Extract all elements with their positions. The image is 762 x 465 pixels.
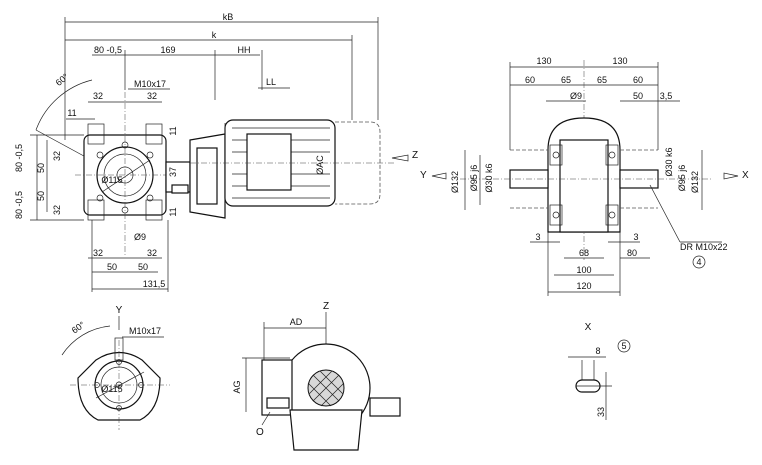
motor-view: Z AD AG O [232,301,401,451]
flange-label-Y: Y [116,305,123,316]
flange-dim-115: Ø115 [101,384,122,394]
motor-label-Z: Z [323,301,329,312]
flange-m10x17: M10x17 [129,326,161,336]
dim-50-bottom-right: 50 [138,262,148,272]
view-label-Y: Y [420,170,427,181]
detail-label-X: X [585,322,592,333]
view-label-Z: Z [412,150,418,161]
dim-3-left: 3 [535,232,540,242]
dim-30-right: Ø30 k6 [664,147,674,176]
dim-DR-M10x22: DR M10x22 [680,242,728,252]
flange-angle-60: 60° [70,319,87,335]
dim-80-05-top: 80 -0,5 [94,45,122,55]
motor-dim-AG: AG [232,380,242,393]
callout-4: 4 [696,257,701,267]
dim-50-bottom-left: 50 [107,262,117,272]
dim-32-top-right: 32 [147,91,157,101]
dim-AC: ØAC [315,155,325,175]
dim-32-v2: 32 [52,205,62,215]
dim-11-right-bottom: 11 [168,207,178,216]
detail-dim-8: 8 [595,346,600,356]
dim-132-right: Ø132 [690,171,700,193]
dim-LL: LL [266,77,276,87]
dim-131-5: 131,5 [143,279,166,289]
dim-37: 37 [168,167,178,177]
dim-m10x17: M10x17 [134,79,166,89]
view-label-X: X [742,170,749,181]
dim-80-05-v2: 80 -0,5 [14,191,24,219]
dim-95-right: Ø95 j6 [677,165,687,192]
dim-kB: kB [223,12,234,22]
detail-dim-33: 33 [596,407,606,417]
dim-132-left: Ø132 [450,171,460,193]
dim-60-right: 60 [633,75,643,85]
dim-9-side: Ø9 [570,91,582,101]
dim-32-bottom-right: 32 [147,248,157,258]
dim-3-5: 3,5 [660,91,673,101]
dim-HH: HH [238,45,251,55]
dim-120: 120 [576,281,591,291]
dim-130-right: 130 [612,56,627,66]
dim-68: 68 [579,248,589,258]
dim-80-05-v1: 80 -0,5 [14,144,24,172]
dim-50-v1: 50 [36,163,46,173]
dim-30-left: Ø30 k6 [484,163,494,192]
front-view: kB k 80 -0,5 169 HH LL M10x17 60° 32 32 … [14,12,418,292]
dim-32-bottom-left: 32 [93,248,103,258]
motor-dim-AD: AD [290,317,303,327]
dim-95-left: Ø95 j6 [469,165,479,192]
motor-label-O: O [256,427,264,438]
dim-9-front: Ø9 [134,232,146,242]
dim-115-front: Ø115 [101,175,122,185]
dim-11-left: 11 [67,108,76,118]
dim-60-left: 60 [525,75,535,85]
shaft-detail: X 5 8 33 [568,322,631,420]
dim-3-right: 3 [633,232,638,242]
dim-100: 100 [576,265,591,275]
dim-angle-60: 60° [54,71,71,88]
side-view: 130 130 60 65 65 60 Ø9 50 3,5 [420,56,749,296]
dim-k: k [212,30,217,40]
dim-32-v1: 32 [52,151,62,161]
dim-50-side: 50 [633,91,643,101]
callout-5: 5 [621,341,626,351]
dim-65-right: 65 [597,75,607,85]
dim-11-right-top: 11 [168,126,178,135]
dim-50-v2: 50 [36,191,46,201]
dim-169: 169 [160,45,175,55]
flange-view: Y 60° M10x17 Ø115 [61,305,170,430]
dim-65-left: 65 [561,75,571,85]
dim-130-left: 130 [536,56,551,66]
dim-80-side: 80 [627,248,637,258]
dim-32-top-left: 32 [93,91,103,101]
